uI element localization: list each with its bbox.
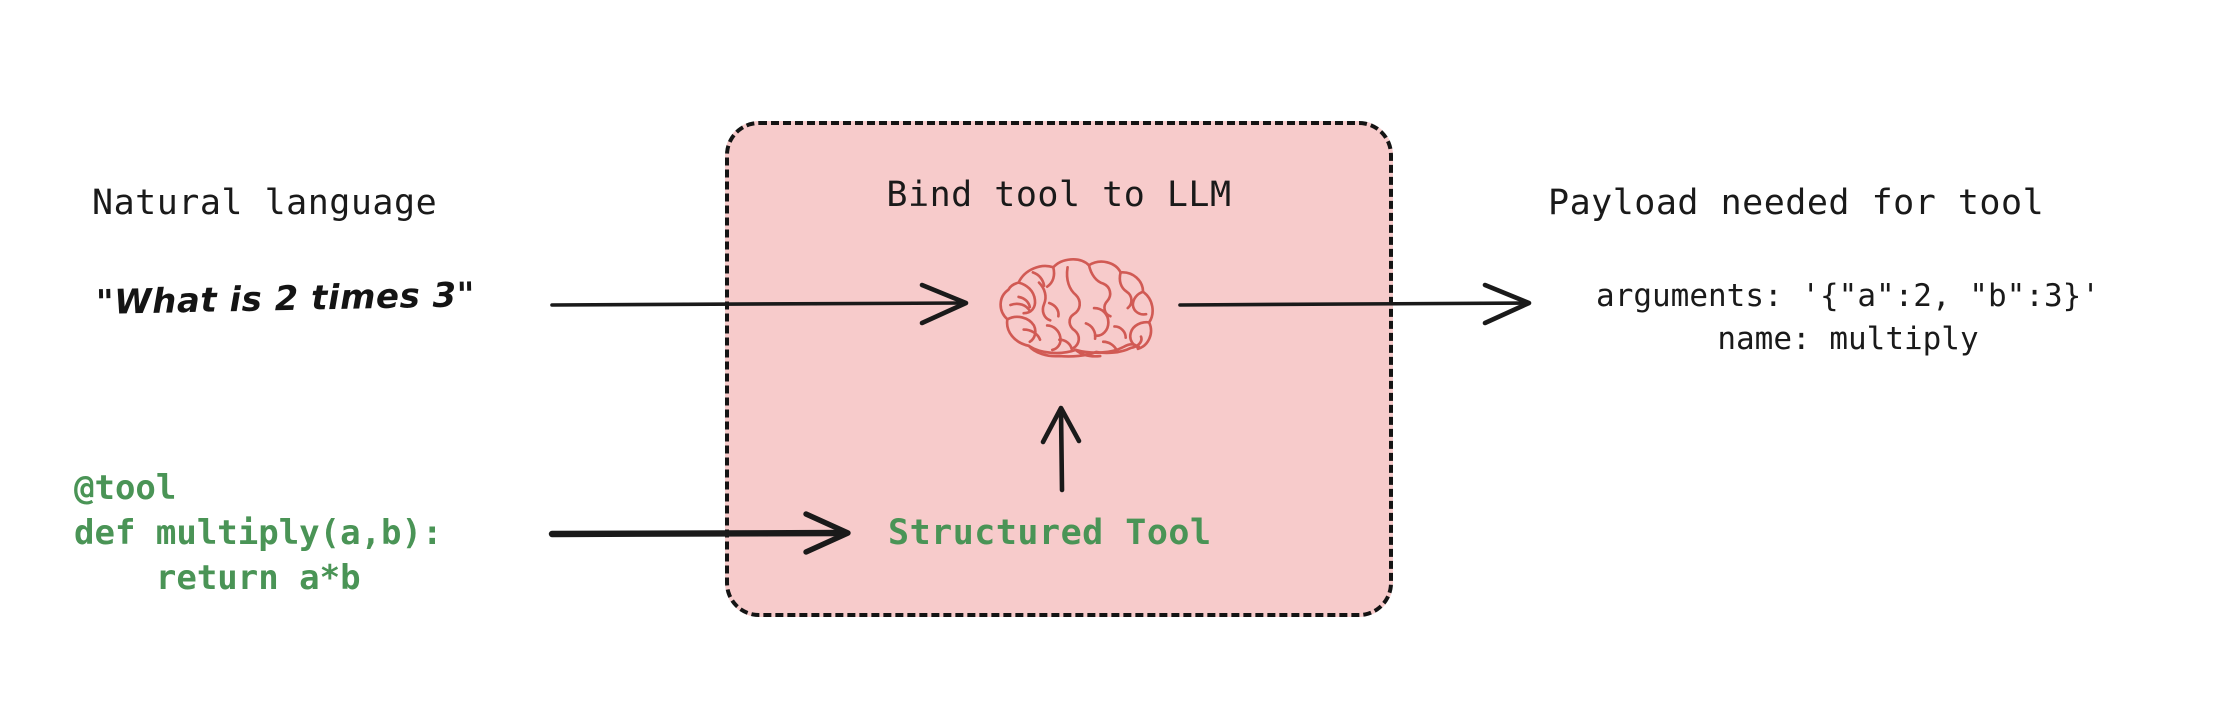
tool-code-line-2: return a*b xyxy=(74,558,361,598)
natural-language-heading: Natural language xyxy=(92,183,438,223)
payload-arguments-line: arguments: '{"a":2, "b":3}' xyxy=(1596,278,2100,314)
natural-language-query: "What is 2 times 3" xyxy=(95,275,476,323)
structured-tool-label: Structured Tool xyxy=(888,513,1212,553)
tool-code-line-1: def multiply(a,b): xyxy=(74,513,443,553)
payload-name-line: name: multiply xyxy=(1717,321,1979,357)
tool-code-line-0: @tool xyxy=(74,468,177,508)
payload-heading: Payload needed for tool xyxy=(1548,183,2045,223)
bind-tool-to-llm-title: Bind tool to LLM xyxy=(886,175,1232,215)
